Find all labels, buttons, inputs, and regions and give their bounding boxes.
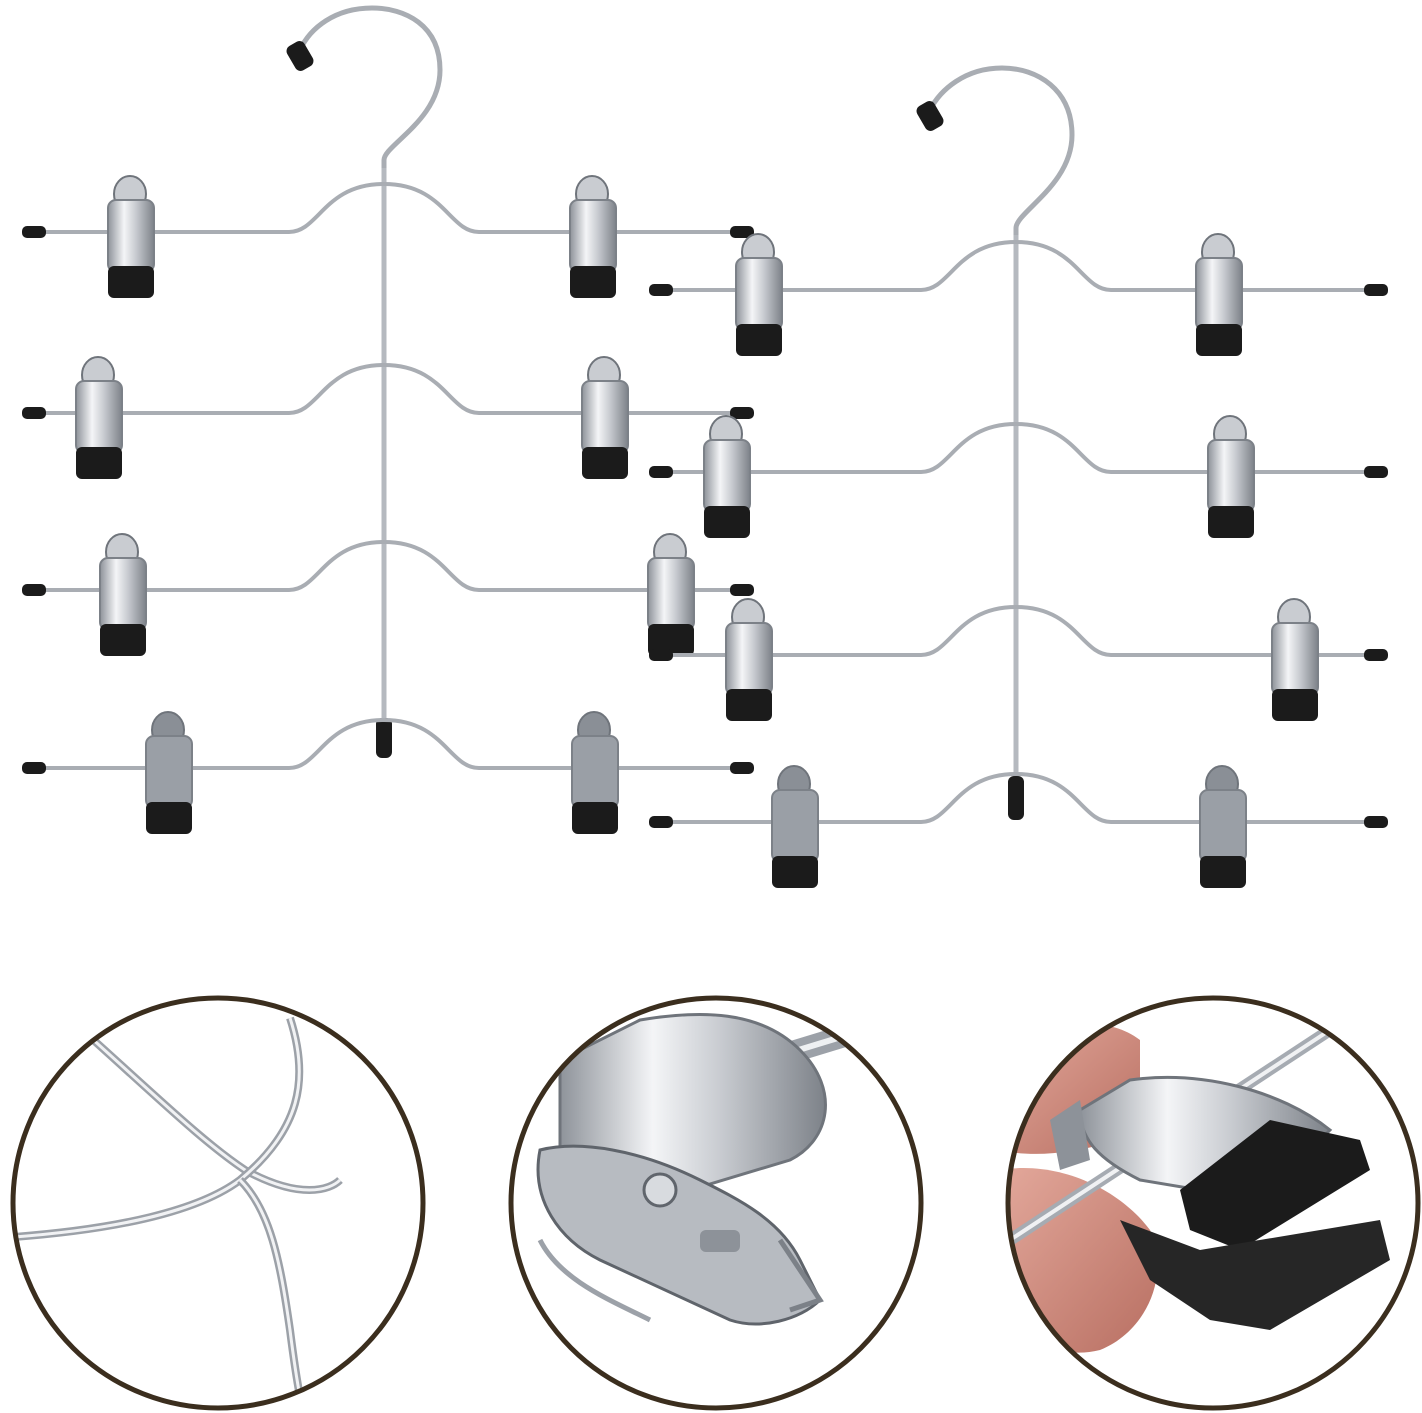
hanger-right [649,65,1388,888]
wire-end-cap [649,284,673,296]
hand-clip-icon [1008,1024,1390,1353]
wire-end-cap [730,584,754,596]
hanger-wire [28,362,748,415]
hanger-wire [655,771,1382,824]
clip-hinge-detail [508,995,924,1411]
wire-end-cap [649,466,673,478]
pant-clip [571,711,619,834]
hanger-wire [655,239,1382,292]
pant-clip [647,533,695,656]
pant-clip [145,711,193,834]
wire-end-cap [22,584,46,596]
wire-joint-detail [10,995,426,1411]
wire-end-cap [730,407,754,419]
wire-end-cap [730,762,754,774]
pant-clip [1207,415,1255,538]
pant-clip [1271,598,1319,721]
pant-clip [735,233,783,356]
wire-end-cap [649,816,673,828]
hanger-wire [28,181,748,234]
hanger-wire [28,717,748,770]
wire-end-cap [1364,284,1388,296]
hanger-wire [655,604,1382,657]
pant-clip [99,533,147,656]
wire-end-cap [1364,816,1388,828]
hanger-left [22,5,754,834]
pant-clip [725,598,773,721]
wire-end-cap [22,762,46,774]
pant-clip [569,175,617,298]
pant-clip [703,415,751,538]
clip-in-hand-detail [1005,995,1421,1411]
wire-end-cap [22,407,46,419]
wire-end-cap [22,226,46,238]
wire-end-cap [730,226,754,238]
pant-clip [771,765,819,888]
pant-clip [107,175,155,298]
wire-end-cap [1364,466,1388,478]
pant-clip [1199,765,1247,888]
hanger-wire [28,539,748,592]
wire-end-cap [1364,649,1388,661]
hanger-wire [655,421,1382,474]
pant-clip [75,356,123,479]
pant-clip [581,356,629,479]
wire-end-cap [649,649,673,661]
pant-clip [1195,233,1243,356]
